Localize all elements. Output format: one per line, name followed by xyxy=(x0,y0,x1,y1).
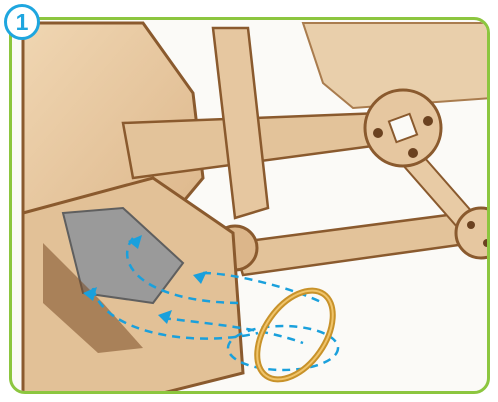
assembly-illustration xyxy=(12,20,490,394)
step-number: 1 xyxy=(16,9,29,36)
right-wheel xyxy=(365,90,441,166)
lower-arm xyxy=(233,213,473,275)
illustration-frame xyxy=(9,17,490,394)
rubber-band xyxy=(242,277,349,393)
step-number-badge: 1 xyxy=(4,4,40,40)
